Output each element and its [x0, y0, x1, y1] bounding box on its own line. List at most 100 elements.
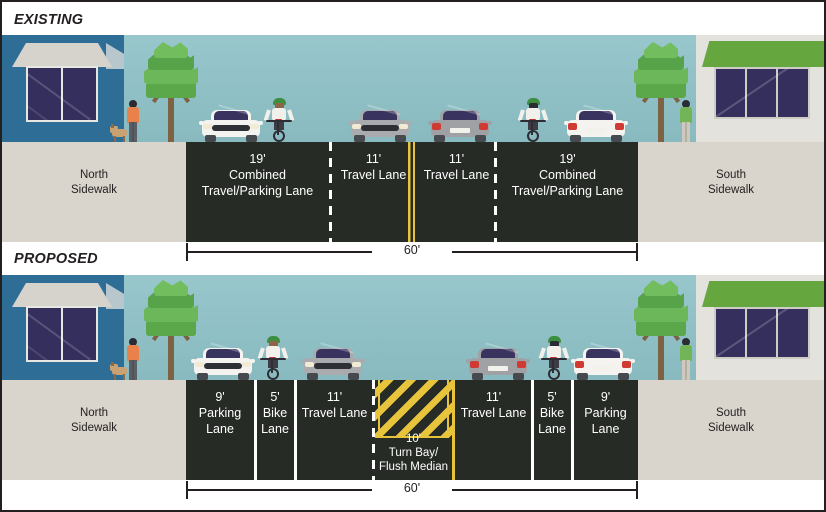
car-front-white-parked	[191, 346, 255, 380]
car-rear-white-parked	[571, 346, 635, 380]
lane-proposed-3: 11' Travel Lane	[456, 380, 531, 480]
cyclist-legs	[268, 358, 278, 368]
car-front-gray	[348, 108, 412, 142]
cyclist-torso	[272, 108, 286, 121]
car-taillight	[432, 123, 441, 130]
lane-name-line2: Lane	[538, 422, 566, 436]
bike-handlebar	[520, 120, 546, 122]
lane-existing-2: 11' Travel Lane	[415, 142, 498, 242]
pedestrian-south	[678, 338, 694, 380]
window-mullion	[745, 69, 748, 117]
pedestrian-head	[682, 338, 690, 346]
car-headlight	[352, 124, 361, 129]
building-south	[696, 35, 824, 142]
cyclist-south	[538, 336, 570, 380]
dimension-line-right	[452, 489, 637, 491]
lane-proposed-2: 11' Travel Lane	[297, 380, 372, 480]
north-sidewalk-label-proposed: North Sidewalk	[2, 406, 186, 436]
tree-foliage	[644, 42, 678, 58]
lane-proposed-1: 5' Bike Lane	[256, 380, 294, 480]
car-front-gray	[301, 346, 365, 380]
car-rear-gray	[428, 108, 492, 142]
cyclist-torso	[266, 346, 280, 359]
lane-name-line2: Lane	[261, 422, 289, 436]
pedestrian-legs	[682, 360, 690, 380]
car-wheel	[434, 135, 445, 142]
car-wheel	[618, 373, 629, 380]
car-mirror	[199, 121, 204, 125]
cyclist-face	[275, 103, 284, 109]
pedestrian-legs	[682, 122, 690, 142]
bike-helmet-icon	[267, 336, 280, 343]
awning-south	[702, 41, 824, 67]
car-mirror	[407, 121, 412, 125]
car-wheel	[570, 135, 581, 142]
building-south	[696, 275, 824, 380]
lane-name-line2: Travel/Parking Lane	[511, 184, 624, 198]
building-north	[2, 35, 124, 142]
car-wheel	[197, 373, 208, 380]
car-rear-window	[586, 349, 620, 358]
car-wheel	[205, 135, 216, 142]
panel-gap-existing	[2, 242, 824, 275]
license-plate	[586, 128, 606, 133]
south-sidewalk-label-existing: South Sidewalk	[638, 168, 824, 198]
bike-helmet-icon	[273, 98, 286, 105]
car-wheel	[513, 373, 524, 380]
pedestrian-torso	[680, 345, 692, 361]
car-taillight	[517, 361, 526, 368]
pedestrian-torso	[127, 345, 139, 361]
cyclist-torso	[526, 108, 540, 121]
dog-ear	[111, 362, 114, 366]
sidewalk-label-line1: South	[715, 169, 747, 181]
storefront-window-north	[26, 66, 98, 122]
dog-head	[110, 364, 118, 371]
bike-frame	[277, 122, 279, 135]
sidewalk-label-line2: Sidewalk	[70, 184, 118, 196]
lane-name-line1: Combined	[539, 168, 596, 182]
tree-foliage	[644, 280, 678, 296]
car-rear-window	[481, 349, 515, 358]
tree-trunk	[168, 320, 174, 380]
car-rear-gray	[466, 346, 530, 380]
south-sidewalk-existing: South Sidewalk	[638, 142, 824, 242]
car-mirror	[525, 359, 530, 363]
lane-name-line1: Travel Lane	[301, 406, 368, 420]
car-headlight	[399, 124, 408, 129]
car-wheel	[395, 135, 406, 142]
lane-width-label: 5'	[547, 390, 557, 404]
window-mullion	[775, 69, 778, 117]
dimension-cap-right	[636, 481, 638, 499]
lane-existing-0: 19' Combined Travel/Parking Lane	[186, 142, 329, 242]
cyclist-torso	[547, 346, 561, 359]
car-mirror	[250, 359, 255, 363]
dimension-cap-right	[636, 243, 638, 261]
car-headlight	[195, 362, 204, 367]
car-wheel	[348, 373, 359, 380]
pedestrian-with-dog	[125, 100, 141, 142]
cyclist-head-back	[529, 103, 538, 109]
car-taillight	[615, 123, 624, 130]
car-mirror	[623, 121, 628, 125]
lane-name-line1: Travel Lane	[423, 168, 490, 182]
sky-background	[2, 35, 824, 142]
car-wheel	[238, 373, 249, 380]
bike-handlebar	[266, 120, 292, 122]
car-grille	[361, 125, 399, 131]
cyclist-south	[517, 98, 549, 142]
car-headlight	[305, 362, 314, 367]
car-grille	[212, 125, 250, 131]
bike-wheel	[527, 130, 539, 142]
car-windshield	[363, 111, 397, 120]
dog-head	[110, 126, 118, 133]
median-lower-fill	[375, 438, 452, 480]
lane-width-label: 11'	[448, 152, 465, 166]
centerline-double-yellow	[408, 142, 415, 242]
car-mirror	[428, 121, 433, 125]
car-wheel	[307, 373, 318, 380]
license-plate	[593, 366, 613, 371]
south-sidewalk-label-proposed: South Sidewalk	[638, 406, 824, 436]
car-mirror	[571, 359, 576, 363]
pedestrian-south	[678, 100, 694, 142]
tree-trunk	[658, 82, 664, 142]
